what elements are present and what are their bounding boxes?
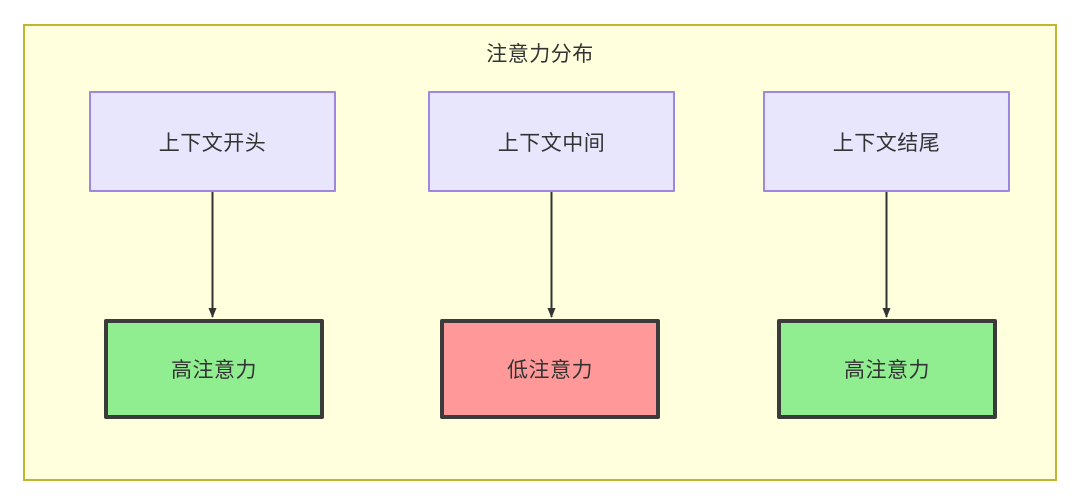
node-context-end[interactable]: 上下文结尾 <box>763 91 1010 192</box>
node-attention-start-label: 高注意力 <box>171 359 257 382</box>
node-attention-end-label: 高注意力 <box>844 359 930 382</box>
node-attention-start[interactable]: 高注意力 <box>104 319 324 419</box>
node-attention-middle-label: 低注意力 <box>507 359 593 382</box>
subgraph-title: 注意力分布 <box>486 43 594 66</box>
node-attention-end[interactable]: 高注意力 <box>777 319 997 419</box>
node-attention-middle[interactable]: 低注意力 <box>440 319 660 419</box>
node-context-middle-label: 上下文中间 <box>497 131 606 155</box>
node-context-start-label: 上下文开头 <box>158 131 267 155</box>
node-context-end-label: 上下文结尾 <box>832 131 941 155</box>
node-context-middle[interactable]: 上下文中间 <box>428 91 675 192</box>
node-context-start[interactable]: 上下文开头 <box>89 91 336 192</box>
